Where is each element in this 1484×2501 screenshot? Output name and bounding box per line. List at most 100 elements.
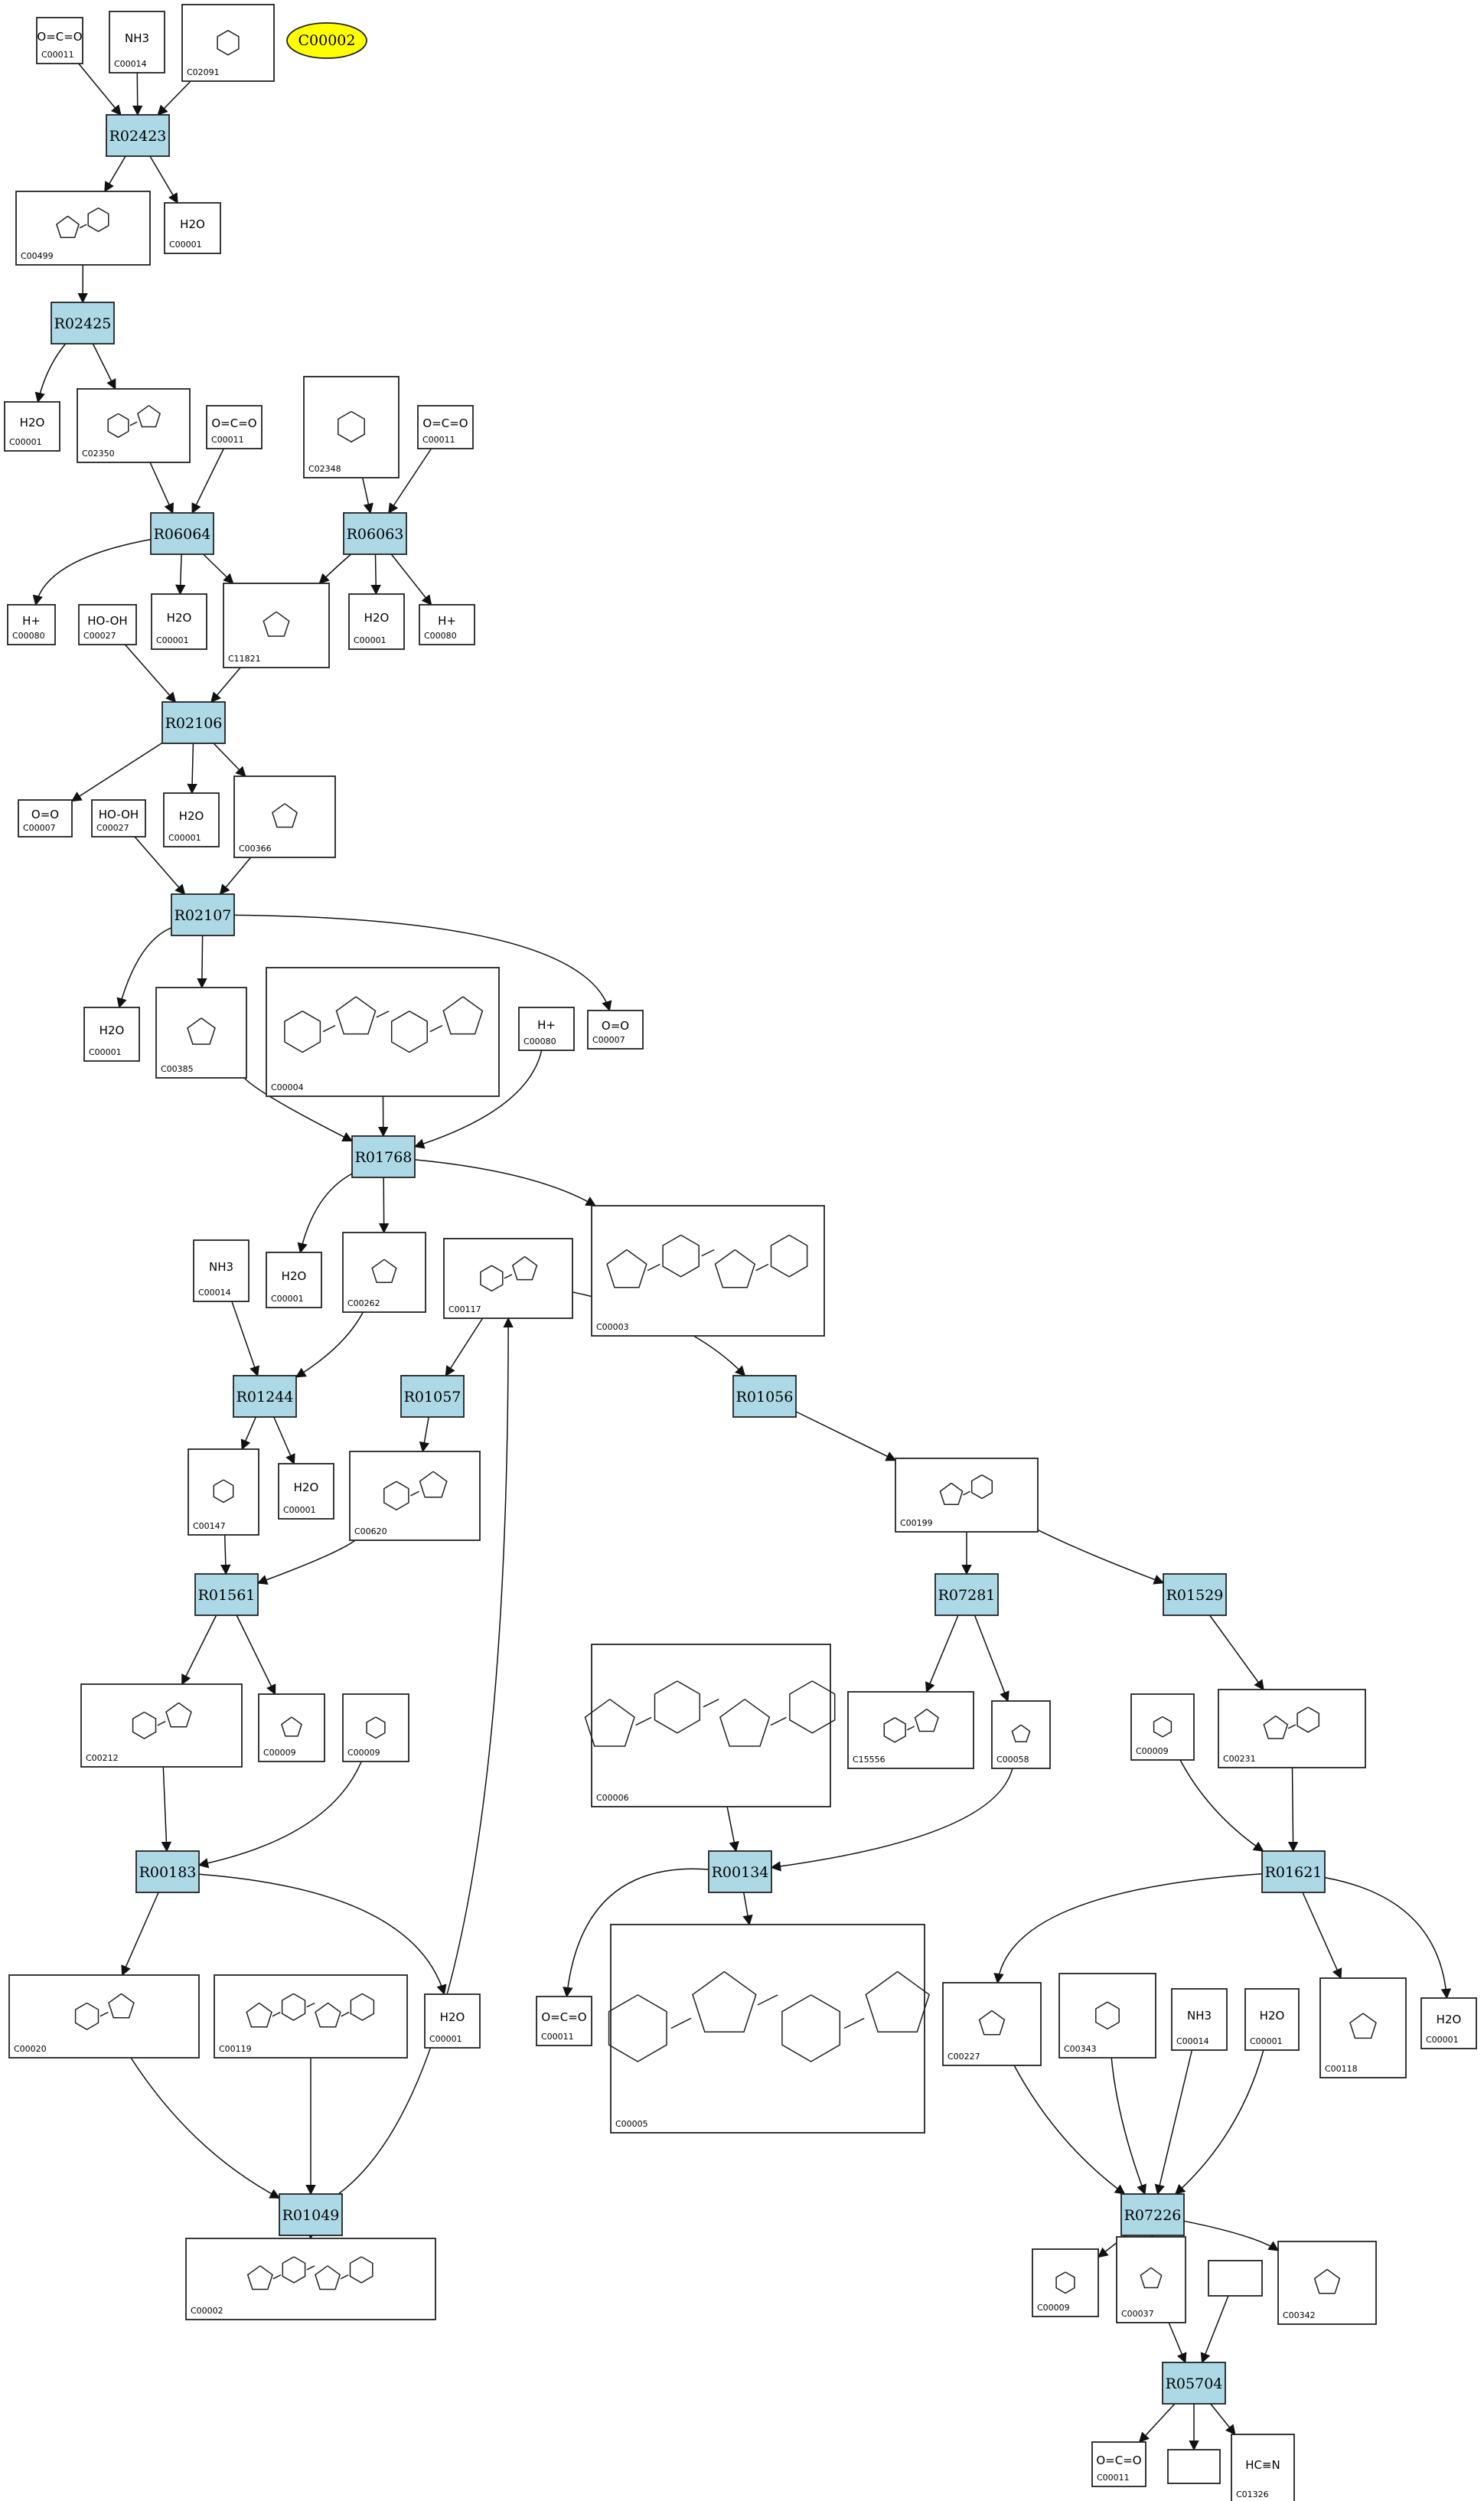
compound-node-C00620[interactable]: C00620: [349, 1451, 481, 1541]
compound-node-C00342[interactable]: C00342: [1277, 2241, 1377, 2325]
edge-R06064-n11: [32, 538, 152, 606]
edge-R06064-n13: [174, 553, 186, 596]
compound-node-C00020[interactable]: C00020: [8, 1974, 200, 2059]
compound-node-C00499[interactable]: C00499: [15, 191, 151, 266]
edge-R00183-n45: [198, 1873, 447, 1996]
compound-formula: NH3: [1187, 2009, 1212, 2023]
compound-id-label: C00011: [422, 435, 455, 445]
compound-node-C00009[interactable]: C00009: [258, 1693, 325, 1762]
reaction-box: [400, 1375, 465, 1418]
compound-node-C00119[interactable]: C00119: [214, 1974, 408, 2059]
reaction-node-R07226[interactable]: R07226: [1120, 2193, 1185, 2236]
compound-node-C00080[interactable]: H+C00080: [7, 604, 56, 645]
compound-node-C00118[interactable]: C00118: [1319, 1977, 1407, 2078]
compound-id-label: C00027: [96, 823, 129, 833]
reaction-node-R01056[interactable]: R01056: [732, 1375, 797, 1418]
reaction-box: [1163, 1573, 1227, 1616]
reaction-node-R02423[interactable]: R02423: [106, 114, 170, 157]
reaction-node-R01049[interactable]: R01049: [279, 2193, 343, 2236]
compound-node-C00002[interactable]: C00002: [185, 2238, 436, 2320]
reaction-node-R00183[interactable]: R00183: [135, 1850, 200, 1893]
reaction-node-R02107[interactable]: R02107: [171, 893, 235, 936]
compound-id-label: C00011: [541, 2032, 574, 2042]
compound-node-C00080[interactable]: H+C00080: [419, 604, 475, 645]
compound-node-C00385[interactable]: C00385: [155, 987, 247, 1079]
compound-node-C02348[interactable]: C02348: [303, 376, 400, 478]
compound-node-C00080[interactable]: H+C00080: [518, 1007, 575, 1051]
edge-n12-R02106: [124, 644, 177, 704]
compound-node-C02350[interactable]: C02350: [77, 388, 191, 463]
compound-formula: H+: [22, 614, 41, 628]
compound-node-C00343[interactable]: C00343: [1058, 1973, 1156, 2059]
reaction-node-R01768[interactable]: R01768: [351, 1135, 416, 1178]
reaction-node-R06064[interactable]: R06064: [150, 512, 214, 555]
reaction-node-R01244[interactable]: R01244: [233, 1375, 297, 1418]
reaction-node-R05704[interactable]: R05704: [1162, 2362, 1226, 2405]
reaction-node-R06063[interactable]: R06063: [343, 512, 407, 555]
reaction-node-R01561[interactable]: R01561: [194, 1573, 259, 1616]
compound-box: [349, 1451, 481, 1541]
compound-node-C00009[interactable]: C00009: [1130, 1693, 1195, 1761]
compound-node-C00006[interactable]: C00006: [584, 1644, 836, 1807]
reaction-node-R02106[interactable]: R02106: [161, 701, 226, 744]
compound-node-blank[interactable]: [1208, 2260, 1263, 2297]
compound-node-C00199[interactable]: C00199: [895, 1458, 1039, 1533]
compound-node-C00009[interactable]: C00009: [1032, 2248, 1099, 2317]
compound-node-C00058[interactable]: C00058: [991, 1700, 1051, 1769]
reaction-node-R01621[interactable]: R01621: [1261, 1850, 1326, 1893]
compound-node-C00005[interactable]: C00005: [608, 1924, 930, 2134]
compound-node-C00117[interactable]: C00117: [443, 1238, 573, 1319]
reaction-node-R00134[interactable]: R00134: [708, 1850, 772, 1893]
reaction-node-R01057[interactable]: R01057: [400, 1375, 465, 1418]
reaction-label: R02107: [174, 907, 232, 924]
compound-node-C15556[interactable]: C15556: [847, 1691, 974, 1769]
reaction-node-R07281[interactable]: R07281: [934, 1573, 999, 1616]
compound-node-C00366[interactable]: C00366: [233, 775, 336, 858]
reaction-label: R02425: [54, 315, 112, 332]
compound-formula: H2O: [1437, 2013, 1462, 2026]
edge-R07281-n39: [925, 1615, 959, 1693]
compound-box: [278, 1463, 334, 1520]
compound-node-C00227[interactable]: C00227: [942, 1982, 1042, 2066]
compound-id-label: C00199: [900, 1518, 933, 1528]
compound-node-C00037[interactable]: C00037: [1116, 2236, 1186, 2323]
reaction-node-R02425[interactable]: R02425: [51, 302, 115, 344]
compound-oval-C00002[interactable]: C00002: [286, 22, 367, 59]
compound-node-C02091[interactable]: C02091: [181, 4, 275, 82]
compound-node-C00009[interactable]: C00009: [342, 1693, 409, 1762]
compound-node-C11821[interactable]: C11821: [223, 583, 330, 668]
reaction-node-R01529[interactable]: R01529: [1163, 1573, 1227, 1616]
compound-node-C00003[interactable]: C00003: [591, 1205, 825, 1337]
compound-node-C00147[interactable]: C00147: [188, 1448, 259, 1536]
compound-node-blank[interactable]: [1167, 2449, 1221, 2484]
compound-node-C00212[interactable]: C00212: [80, 1683, 243, 1768]
compound-id-label: C00001: [168, 833, 201, 843]
compound-node-C00231[interactable]: C00231: [1218, 1689, 1366, 1768]
compound-node-C00262[interactable]: C00262: [342, 1232, 426, 1313]
compound-node-C00004[interactable]: C00004: [266, 967, 500, 1097]
